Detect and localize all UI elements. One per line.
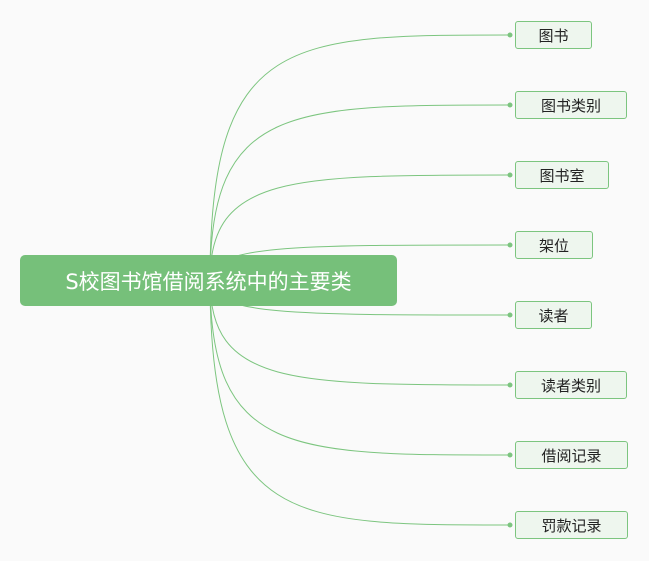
- child-node[interactable]: 罚款记录: [515, 511, 628, 539]
- child-node[interactable]: 图书: [515, 21, 592, 49]
- child-label: 读者: [538, 306, 569, 325]
- child-label: 图书室: [539, 166, 585, 185]
- connector-line: [209, 279, 511, 526]
- child-label: 图书: [538, 26, 569, 45]
- child-node[interactable]: 读者: [515, 301, 592, 329]
- connector-dot: [507, 522, 513, 528]
- connector-dot: [507, 382, 513, 388]
- connector-dot: [507, 312, 513, 318]
- connector-line: [209, 104, 511, 281]
- connector-line: [209, 174, 511, 281]
- child-node[interactable]: 读者类别: [515, 371, 627, 399]
- connector-dot: [507, 172, 513, 178]
- child-node[interactable]: 图书类别: [515, 91, 627, 119]
- child-node[interactable]: 架位: [515, 231, 593, 259]
- connector-dot: [507, 452, 513, 458]
- child-node[interactable]: 图书室: [515, 161, 609, 189]
- child-label: 图书类别: [540, 96, 601, 115]
- child-node[interactable]: 借阅记录: [515, 441, 628, 469]
- connector-dot: [507, 102, 513, 108]
- connector-dot: [507, 242, 513, 248]
- child-label: 架位: [538, 236, 569, 255]
- connector-line: [209, 279, 511, 386]
- connector-dot: [507, 32, 513, 38]
- child-label: 读者类别: [540, 376, 601, 395]
- root-label: S校图书馆借阅系统中的主要类: [65, 269, 352, 294]
- root-node[interactable]: S校图书馆借阅系统中的主要类: [20, 255, 397, 306]
- connector-line: [209, 279, 511, 456]
- connector-line: [209, 34, 511, 281]
- child-label: 罚款记录: [541, 516, 602, 535]
- child-label: 借阅记录: [541, 446, 602, 465]
